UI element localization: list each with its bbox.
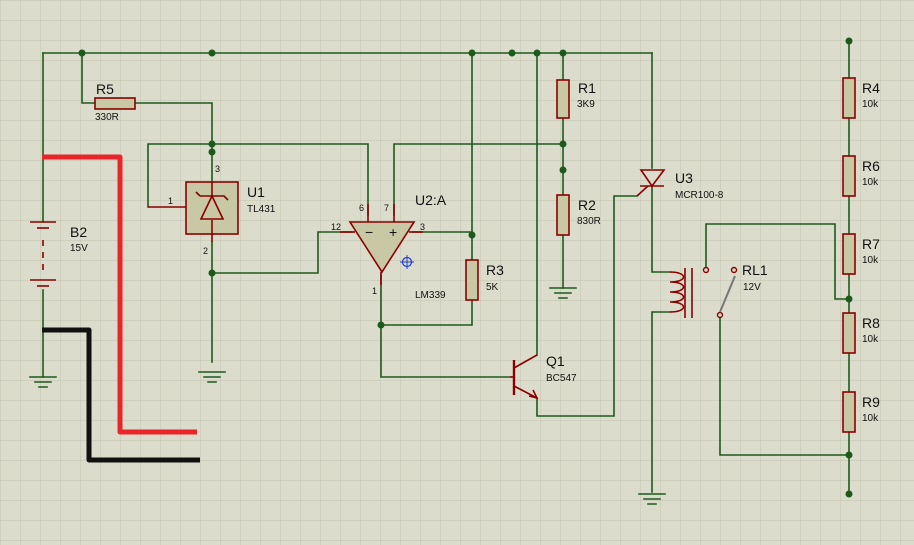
r4-ref: R4	[862, 80, 880, 96]
transistor-q1[interactable]: Q1 BC547	[510, 353, 577, 400]
r8-value: 10k	[862, 334, 879, 345]
u2-vcc-pin: 6	[359, 203, 364, 213]
probe-marks	[42, 154, 200, 463]
r3-value: 5K	[486, 282, 499, 293]
resistor-r7[interactable]: R7 10k	[842, 233, 880, 275]
r6-ref: R6	[862, 158, 880, 174]
u2-ref: U2:A	[415, 192, 447, 208]
rl1-value: 12V	[743, 282, 761, 293]
r9-value: 10k	[862, 413, 879, 424]
u2-gnd-pin: 7	[384, 203, 389, 213]
junction-dots	[78, 37, 853, 498]
resistor-r9[interactable]: R9 10k	[842, 391, 880, 433]
r8-ref: R8	[862, 315, 880, 331]
crosshair-marker-icon	[400, 255, 414, 269]
battery-b2[interactable]: B2 15V	[30, 221, 88, 287]
u2-minus-sign: −	[365, 224, 373, 240]
ground-icon	[29, 376, 57, 388]
u3-ref: U3	[675, 170, 693, 186]
ground-icon	[549, 287, 577, 299]
r4-value: 10k	[862, 99, 879, 110]
black-probe-line	[42, 327, 200, 463]
shunt-regulator-u1[interactable]: 1 3 2 U1 TL431	[148, 164, 276, 256]
resistor-r2[interactable]: R2 830R	[556, 194, 601, 236]
ground-icon	[638, 493, 666, 505]
wires	[42, 40, 850, 495]
r5-ref: R5	[96, 81, 114, 97]
u2-in-minus-pin: 12	[331, 222, 341, 232]
r9-ref: R9	[862, 394, 880, 410]
comparator-u2a[interactable]: − + 12 3 6 7 1 U2:A LM339	[331, 192, 447, 301]
thyristor-u3[interactable]: U3 MCR100-8	[636, 169, 724, 201]
u2-out-pin: 1	[372, 286, 377, 296]
r1-ref: R1	[578, 80, 596, 96]
b2-value: 15V	[70, 243, 88, 254]
u1-cathode-pin: 3	[215, 164, 220, 174]
resistor-r6[interactable]: R6 10k	[842, 155, 880, 197]
u1-anode-pin: 2	[203, 246, 208, 256]
r2-ref: R2	[578, 197, 596, 213]
r5-value: 330R	[95, 112, 119, 123]
red-probe-line	[42, 154, 197, 435]
b2-ref: B2	[70, 224, 87, 240]
u1-ref-pin: 1	[168, 196, 173, 206]
relay-rl1[interactable]: RL1 12V	[669, 262, 768, 319]
u2-plus-sign: +	[389, 224, 397, 240]
r2-value: 830R	[577, 216, 601, 227]
u2-in-plus-pin: 3	[420, 222, 425, 232]
resistor-r5[interactable]: R5 330R	[94, 81, 136, 123]
r7-value: 10k	[862, 255, 879, 266]
ground-symbols	[29, 287, 666, 505]
rl1-ref: RL1	[742, 262, 768, 278]
u1-value: TL431	[247, 204, 276, 215]
resistor-r4[interactable]: R4 10k	[842, 77, 880, 119]
r6-value: 10k	[862, 177, 879, 188]
u2-value: LM339	[415, 290, 446, 301]
r7-ref: R7	[862, 236, 880, 252]
u3-value: MCR100-8	[675, 190, 724, 201]
r3-ref: R3	[486, 262, 504, 278]
resistor-r1[interactable]: R1 3K9	[556, 79, 596, 119]
resistor-r3[interactable]: R3 5K	[465, 259, 504, 301]
r1-value: 3K9	[577, 99, 595, 110]
resistor-r8[interactable]: R8 10k	[842, 312, 880, 354]
q1-ref: Q1	[546, 353, 565, 369]
ground-icon	[198, 371, 226, 383]
q1-value: BC547	[546, 373, 577, 384]
u1-ref: U1	[247, 184, 265, 200]
